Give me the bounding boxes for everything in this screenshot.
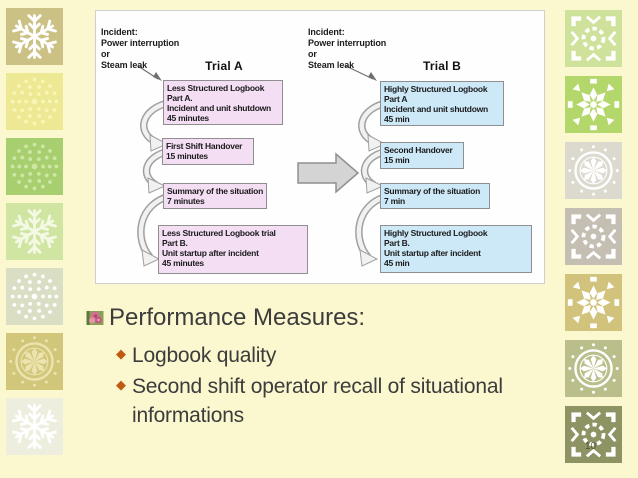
box-line: Less Structured Logbook xyxy=(167,83,265,93)
ornament-icon xyxy=(570,411,617,458)
box-line: Incident and unit shutdown xyxy=(384,104,488,114)
ornament-icon xyxy=(10,142,59,191)
curved-arrow xyxy=(355,192,390,267)
ornament-square xyxy=(565,142,622,199)
ornament-icon xyxy=(12,14,57,59)
ornament-icon xyxy=(568,145,619,196)
ornament-icon xyxy=(570,15,617,62)
box-line: Second Handover xyxy=(384,145,453,155)
trial-b-step-3: Summary of the situation 7 min xyxy=(380,183,490,209)
box-line: 45 min xyxy=(384,114,410,124)
box-line: Unit startup after incident xyxy=(384,248,481,258)
left-border-decoration xyxy=(6,8,63,455)
box-line: Unit startup after incident xyxy=(162,248,259,258)
trial-b-step-4: Highly Structured Logbook Part B. Unit s… xyxy=(380,225,532,273)
incident-line: Incident: xyxy=(101,27,138,37)
bullet-heading: Performance Measures: xyxy=(86,303,365,333)
ornament-square xyxy=(6,73,63,130)
box-line: Part B. xyxy=(384,238,410,248)
trial-b-step-2: Second Handover 15 min xyxy=(380,142,464,169)
box-line: Summary of the situation xyxy=(384,186,481,196)
flowchart-panel: Incident: Power interruption or Steam le… xyxy=(95,10,545,284)
bullet-item: ◆ Logbook quality xyxy=(116,341,276,370)
trial-a-step-2: First Shift Handover 15 minutes xyxy=(162,138,254,165)
box-line: 15 min xyxy=(384,155,410,165)
box-line: Incident and unit shutdown xyxy=(167,103,271,113)
bullet-item-label: Second shift operator recall of situatio… xyxy=(132,375,503,427)
ornament-square xyxy=(6,398,63,455)
curved-arrow xyxy=(137,192,172,267)
incident-line: Incident: xyxy=(308,27,345,37)
ornament-square xyxy=(6,203,63,260)
box-line: 7 minutes xyxy=(167,196,205,206)
box-line: Part A xyxy=(384,94,408,104)
ornament-square xyxy=(6,8,63,65)
incident-line: Steam leak xyxy=(308,60,355,70)
trial-a-to-b-arrow xyxy=(297,152,360,194)
right-border-decoration xyxy=(565,10,622,463)
bullet-item: ◆ Second shift operator recall of situat… xyxy=(116,372,602,430)
ornament-square xyxy=(565,10,622,67)
incident-line: or xyxy=(308,49,317,59)
diamond-bullet-icon: ◆ xyxy=(116,377,126,392)
incident-line: Power interruption xyxy=(308,38,387,48)
page-number: 10 xyxy=(585,441,597,452)
box-line: 45 minutes xyxy=(167,113,209,123)
box-line: 45 minutes xyxy=(162,258,204,268)
bullet-heading-label: Performance Measures: xyxy=(109,304,366,331)
box-line: Summary of the situation xyxy=(167,186,264,196)
ornament-icon xyxy=(10,77,59,126)
incident-arrow-b xyxy=(345,65,377,81)
incident-line: Steam leak xyxy=(101,60,148,70)
box-line: 15 minutes xyxy=(166,151,208,161)
diamond-bullet-icon: ◆ xyxy=(116,346,126,361)
box-line: Part A. xyxy=(167,93,193,103)
box-line: Part B. xyxy=(162,238,188,248)
ornament-icon xyxy=(568,343,619,394)
ornament-square xyxy=(565,208,622,265)
ornament-square xyxy=(565,406,622,463)
trial-b-step-1: Highly Structured Logbook Part A Inciden… xyxy=(380,81,504,126)
ornament-icon xyxy=(10,272,59,321)
box-line: 7 min xyxy=(384,196,405,206)
trial-b-title: Trial B xyxy=(422,59,462,73)
box-line: Highly Structured Logbook xyxy=(384,228,488,238)
box-line: 45 min xyxy=(384,258,410,268)
ornament-icon xyxy=(570,213,617,260)
trial-a-title: Trial A xyxy=(205,59,243,73)
trial-a-step-4: Less Structured Logbook trial Part B. Un… xyxy=(158,225,308,274)
ornament-icon xyxy=(12,209,57,254)
ornament-icon xyxy=(12,404,57,449)
bullet-item-label: Logbook quality xyxy=(132,344,277,367)
ornament-icon xyxy=(567,276,620,329)
incident-line: or xyxy=(101,49,110,59)
ornament-square xyxy=(565,274,622,331)
incident-label-b: Incident: Power interruption or Steam le… xyxy=(308,27,386,71)
ornament-icon xyxy=(9,336,60,387)
incident-label-a: Incident: Power interruption or Steam le… xyxy=(101,27,179,71)
ornament-square xyxy=(6,333,63,390)
trial-a-step-3: Summary of the situation 7 minutes xyxy=(163,183,267,209)
ornament-square xyxy=(6,268,63,325)
incident-line: Power interruption xyxy=(101,38,180,48)
box-line: First Shift Handover xyxy=(166,141,243,151)
floral-bullet-icon xyxy=(86,311,104,325)
box-line: Highly Structured Logbook xyxy=(384,84,488,94)
box-line: Less Structured Logbook trial xyxy=(162,228,276,238)
trial-a-step-1: Less Structured Logbook Part A. Incident… xyxy=(163,80,283,125)
ornament-square xyxy=(6,138,63,195)
ornament-square xyxy=(565,76,622,133)
ornament-square xyxy=(565,340,622,397)
incident-arrow-a xyxy=(137,65,162,81)
ornament-icon xyxy=(567,78,620,131)
